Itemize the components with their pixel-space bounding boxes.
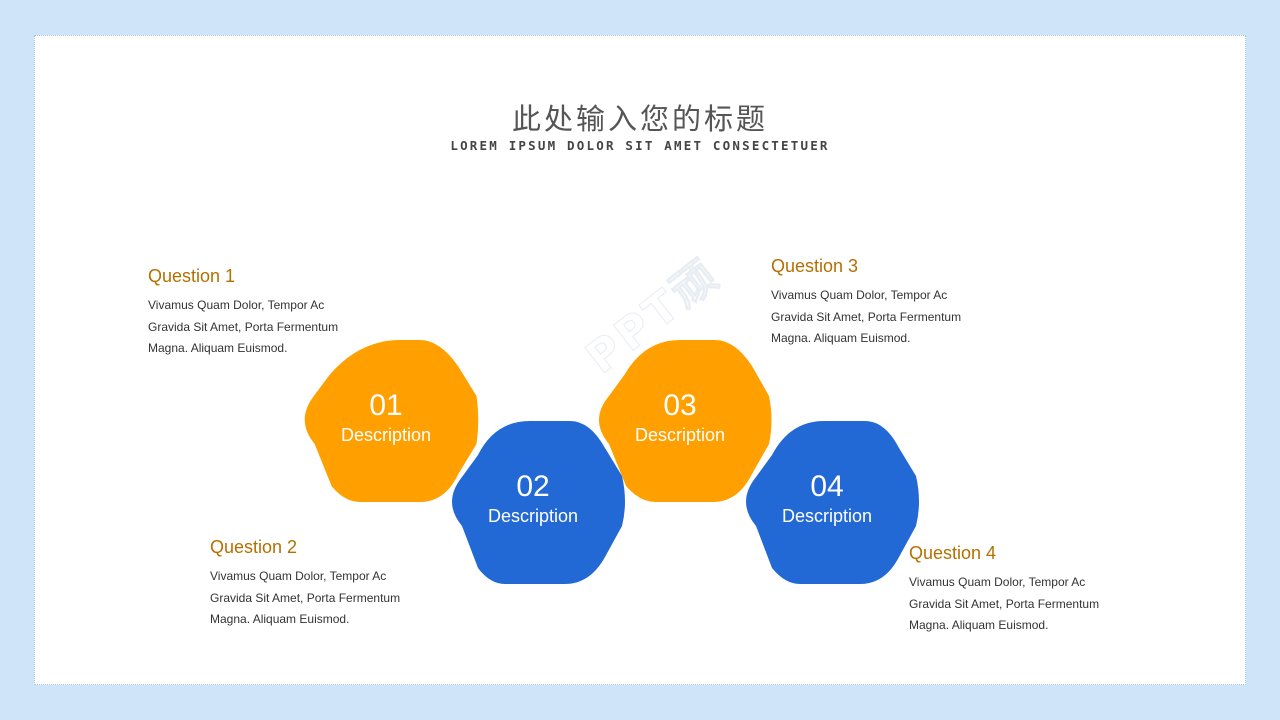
question-2-title: Question 2 bbox=[210, 537, 298, 557]
question-2-line-2: Gravida Sit Amet, Porta Fermentum bbox=[210, 590, 401, 605]
page-title: 此处输入您的标题 bbox=[511, 102, 768, 136]
question-3-line-1: Vivamus Quam Dolor, Tempor Ac bbox=[771, 288, 948, 302]
question-1-block: Question 1 Vivamus Quam Dolor, Tempor Ac… bbox=[148, 265, 378, 360]
question-4-block: Question 4 Vivamus Quam Dolor, Tempor Ac… bbox=[909, 542, 1139, 637]
hexagon-01-label: 01 Description bbox=[296, 389, 476, 447]
question-3-title: Question 3 bbox=[771, 256, 859, 276]
question-1-line-2: Gravida Sit Amet, Porta Fermentum bbox=[148, 319, 339, 334]
hexagon-04-description: Description bbox=[781, 506, 873, 526]
hexagon-04-number: 04 bbox=[810, 470, 844, 503]
hexagon-03-label: 03 Description bbox=[590, 389, 770, 447]
question-4-line-2: Gravida Sit Amet, Porta Fermentum bbox=[909, 596, 1100, 611]
hexagon-02-description: Description bbox=[487, 506, 579, 526]
question-1-line-3: Magna. Aliquam Euismod. bbox=[148, 341, 288, 355]
hexagon-03 bbox=[599, 340, 772, 502]
question-1-line-1: Vivamus Quam Dolor, Tempor Ac bbox=[148, 298, 325, 312]
question-3-block: Question 3 Vivamus Quam Dolor, Tempor Ac… bbox=[771, 255, 1001, 350]
hexagon-03-description: Description bbox=[634, 425, 726, 445]
question-4-line-1: Vivamus Quam Dolor, Tempor Ac bbox=[909, 575, 1086, 589]
question-4-title: Question 4 bbox=[909, 543, 997, 563]
question-3-line-3: Magna. Aliquam Euismod. bbox=[771, 331, 911, 345]
hexagon-02-label: 02 Description bbox=[443, 470, 623, 528]
hexagon-01-description: Description bbox=[340, 425, 432, 445]
page-subtitle: LOREM IPSUM DOLOR SIT AMET CONSECTETUER bbox=[450, 138, 830, 153]
question-3-line-2: Gravida Sit Amet, Porta Fermentum bbox=[771, 309, 962, 324]
hexagon-01 bbox=[304, 340, 479, 502]
question-4-line-3: Magna. Aliquam Euismod. bbox=[909, 618, 1049, 632]
hexagon-04 bbox=[746, 421, 919, 584]
question-1-title: Question 1 bbox=[148, 266, 236, 286]
hexagon-02 bbox=[452, 421, 625, 584]
hexagon-01-number: 01 bbox=[369, 389, 403, 422]
hexagon-03-number: 03 bbox=[663, 389, 697, 422]
hexagon-04-label: 04 Description bbox=[737, 470, 917, 528]
question-2-block: Question 2 Vivamus Quam Dolor, Tempor Ac… bbox=[210, 536, 440, 631]
question-2-line-1: Vivamus Quam Dolor, Tempor Ac bbox=[210, 569, 387, 583]
hexagon-02-number: 02 bbox=[516, 470, 550, 503]
question-2-line-3: Magna. Aliquam Euismod. bbox=[210, 612, 350, 626]
